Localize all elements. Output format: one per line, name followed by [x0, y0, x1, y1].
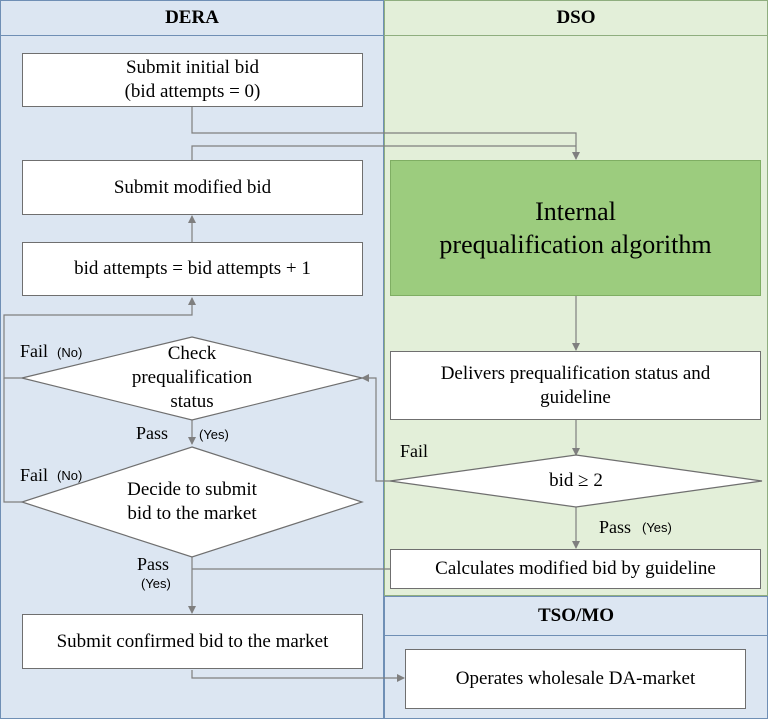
decide-fail-label: Fail [20, 465, 49, 485]
check-status-label: Check prequalification status [131, 343, 253, 412]
bid-attempts-increment-box: bid attempts = bid attempts + 1 [22, 242, 363, 296]
check-fail-note: (No) [57, 345, 83, 360]
decide-fail-note: (No) [57, 468, 83, 483]
check-status-diamond [21, 336, 363, 421]
dso-lane-header: DSO [384, 0, 768, 36]
tso-lane-header: TSO/MO [384, 596, 768, 636]
check-pass-label: Pass [136, 423, 169, 443]
operates-market-box: Operates wholesale DA-market [405, 649, 746, 709]
decide-pass-label: Pass [137, 554, 170, 574]
bid-check-diamond [389, 454, 763, 508]
check-fail-label: Fail [20, 341, 49, 361]
bid-check-label: bid ≥ 2 [549, 470, 603, 491]
submit-initial-bid-box: Submit initial bid (bid attempts = 0) [22, 53, 363, 107]
bid-check-fail-label: Fail [400, 441, 429, 461]
prequalification-algorithm-box: Internal prequalification algorithm [390, 160, 761, 296]
delivers-status-box: Delivers prequalification status and gui… [390, 351, 761, 420]
submit-confirmed-bid-box: Submit confirmed bid to the market [22, 614, 363, 669]
submit-modified-bid-box: Submit modified bid [22, 160, 363, 215]
connector-return-to-modified [191, 145, 576, 160]
connector-bidcheck-fail [361, 374, 390, 482]
check-pass-note: (Yes) [199, 427, 229, 442]
calculates-modified-bid-box: Calculates modified bid by guideline [390, 549, 761, 589]
decide-submit-diamond [20, 446, 364, 558]
connector-confirmed-to-operates [191, 670, 405, 682]
connector-check-fail-loop [3, 297, 196, 379]
bid-check-pass-label: Pass [599, 517, 632, 537]
connector-initial-to-algorithm [191, 107, 580, 160]
decide-pass-note: (Yes) [141, 576, 171, 591]
dera-lane-header: DERA [0, 0, 384, 36]
decide-submit-label: Decide to submit bid to the market [127, 479, 257, 524]
connector-decide-fail-loop [3, 378, 22, 503]
bid-check-pass-note: (Yes) [642, 520, 672, 535]
